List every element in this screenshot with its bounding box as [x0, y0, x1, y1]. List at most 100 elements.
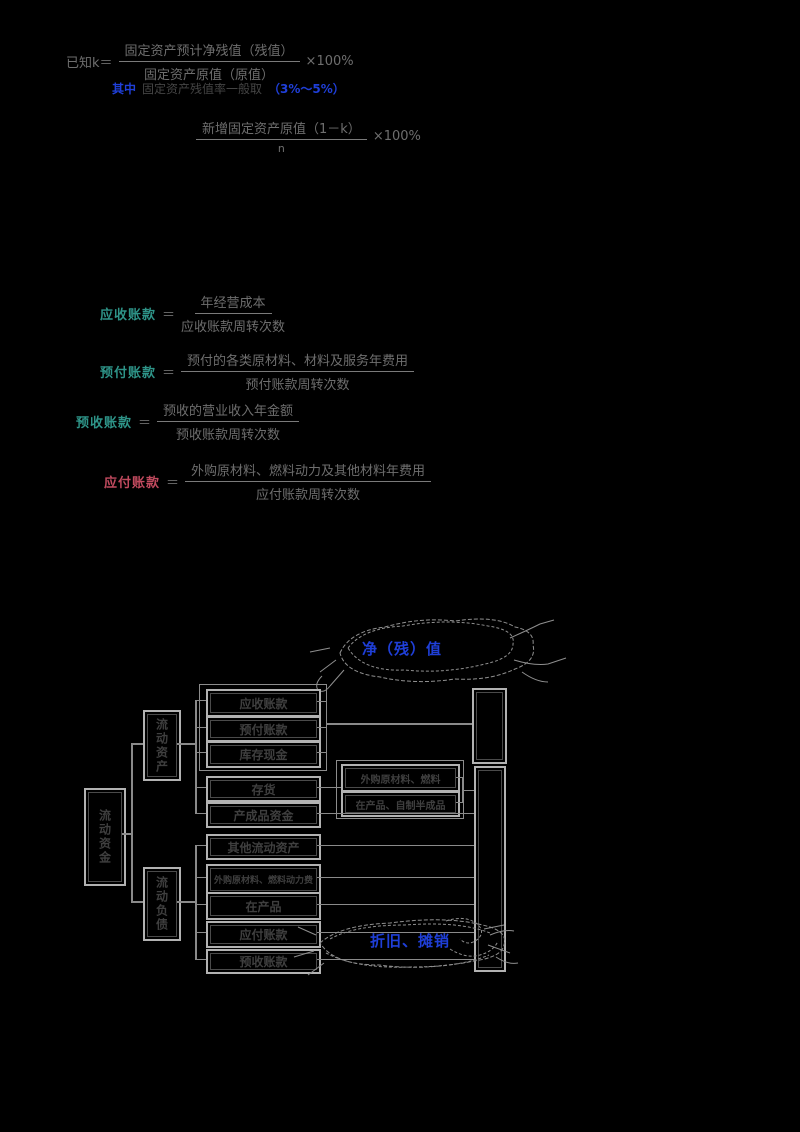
note-right: （3%～5%）: [268, 82, 345, 96]
item-box-5: 产成品资金: [206, 802, 321, 828]
connector: [195, 700, 206, 701]
connector: [317, 727, 327, 728]
connector: [131, 901, 143, 903]
flowchart-group-top-box: 流动资产: [143, 710, 181, 781]
connector: [195, 787, 206, 788]
connector: [317, 932, 474, 933]
def1-eq: ＝: [162, 308, 176, 323]
def4-eq: ＝: [166, 476, 180, 491]
def1-denominator: 应收账款周转次数: [181, 320, 286, 335]
def2-numerator: 预付的各类原材料、材料及服务年费用: [181, 350, 415, 372]
def4-denominator: 应付账款周转次数: [256, 488, 361, 503]
bottom-cloud-annotation: 折旧、摊销: [370, 932, 451, 950]
flowchart-group-bottom-box: 流动负债: [143, 867, 181, 941]
connector: [195, 700, 197, 814]
top-cloud-annotation: 净（残）值: [362, 640, 443, 658]
formula2-fraction: 新增固定资产原值（1－k） n: [196, 118, 367, 155]
def2-label: 预付账款: [100, 366, 157, 381]
definition-prepaid: 预付账款 ＝ 预付的各类原材料、材料及服务年费用 预付账款周转次数: [100, 350, 415, 393]
item-label-8: 在产品: [245, 899, 282, 914]
item-box-7: 外购原材料、燃料动力费: [206, 864, 321, 895]
item-label-7: 外购原材料、燃料动力费: [213, 876, 313, 886]
connector: [317, 813, 474, 814]
right-top-box: [472, 688, 507, 764]
flowchart-root-box: 流动资金: [84, 788, 126, 886]
connector: [317, 904, 474, 905]
formula1-lhs: 已知k＝: [66, 56, 113, 71]
def4-label: 应付账款: [104, 476, 161, 491]
def3-eq: ＝: [138, 416, 152, 431]
connector: [195, 904, 206, 905]
formula1-fraction: 固定资产预计净残值（残值） 固定资产原值（原值）: [118, 40, 300, 83]
flowchart-group-bottom-label: 流动负债: [154, 876, 169, 932]
connector: [317, 787, 341, 788]
sub-item-box-1: 外购原材料、燃料: [341, 764, 460, 792]
connector: [317, 752, 327, 753]
definition-advances-received: 预收账款 ＝ 预收的营业收入年金额 预收账款周转次数: [76, 400, 300, 443]
bottom-scribble-cloud: [293, 919, 519, 976]
connector: [326, 723, 472, 725]
bottom-scribble-tail: [445, 917, 511, 957]
item-box-10: 预收账款: [206, 949, 321, 974]
item-box-4: 存货: [206, 776, 321, 802]
def1-numerator: 年经营成本: [194, 292, 272, 314]
sub-item-label-2: 在产品、自制半成品: [355, 800, 446, 812]
formula1-suffix: ×100%: [305, 54, 354, 69]
item-label-5: 产成品资金: [233, 808, 294, 823]
sub-item-box-2: 在产品、自制半成品: [341, 791, 460, 817]
connector: [195, 813, 206, 814]
item-label-4: 存货: [251, 782, 276, 797]
def3-denominator: 预收账款周转次数: [176, 428, 281, 443]
def2-eq: ＝: [162, 366, 176, 381]
definition-payables: 应付账款 ＝ 外购原材料、燃料动力及其他材料年费用 应付账款周转次数: [104, 460, 432, 503]
def1-fraction: 年经营成本 应收账款周转次数: [181, 292, 285, 335]
connector: [462, 790, 474, 791]
item-box-1: 应收账款: [206, 689, 321, 717]
item-box-2: 预付账款: [206, 716, 321, 742]
connector: [195, 959, 206, 960]
formula-depreciation: 新增固定资产原值（1－k） n ×100%: [196, 118, 421, 155]
connector: [195, 845, 197, 960]
formula2-suffix: ×100%: [372, 129, 421, 144]
connector: [326, 701, 327, 753]
item-box-6: 其他流动资产: [206, 834, 321, 860]
connector: [317, 845, 474, 846]
item-label-2: 预付账款: [239, 722, 288, 737]
def4-fraction: 外购原材料、燃料动力及其他材料年费用 应付账款周转次数: [185, 460, 432, 503]
formula1-numerator: 固定资产预计净残值（残值）: [118, 40, 300, 62]
item-box-3: 库存现金: [206, 741, 321, 768]
item-label-3: 库存现金: [239, 748, 288, 762]
flowchart-group-top-label: 流动资产: [154, 717, 169, 774]
right-bottom-box: [474, 766, 506, 972]
connector: [317, 877, 474, 878]
note-left: 其中: [112, 82, 137, 96]
residual-rate-note: 其中 固定资产残值率一般取 （3%～5%）: [112, 80, 345, 97]
note-middle: 固定资产残值率一般取: [142, 82, 263, 96]
item-box-9: 应付账款: [206, 921, 321, 948]
item-label-1: 应收账款: [239, 696, 288, 711]
connector: [195, 932, 206, 933]
formula2-numerator: 新增固定资产原值（1－k）: [196, 118, 367, 140]
def3-fraction: 预收的营业收入年金额 预收账款周转次数: [157, 400, 300, 443]
connector: [195, 877, 206, 878]
definition-receivables: 应收账款 ＝ 年经营成本 应收账款周转次数: [100, 292, 285, 335]
connector: [195, 845, 206, 846]
connector: [131, 743, 133, 903]
connector: [195, 752, 206, 753]
item-label-9: 应付账款: [239, 928, 288, 942]
def3-label: 预收账款: [76, 416, 133, 431]
connector: [122, 833, 132, 835]
connector: [131, 743, 143, 745]
item-label-6: 其他流动资产: [227, 840, 300, 855]
sub-item-label-1: 外购原材料、燃料: [360, 774, 441, 786]
item-label-10: 预收账款: [239, 955, 288, 969]
connector: [317, 701, 327, 702]
connector: [456, 802, 463, 803]
connector: [177, 743, 196, 745]
connector: [177, 901, 196, 903]
formula-residual-rate: 已知k＝ 固定资产预计净残值（残值） 固定资产原值（原值） ×100%: [66, 40, 354, 83]
sub-items-group-frame: [336, 760, 464, 819]
item-box-8: 在产品: [206, 892, 321, 920]
connector: [456, 777, 463, 778]
